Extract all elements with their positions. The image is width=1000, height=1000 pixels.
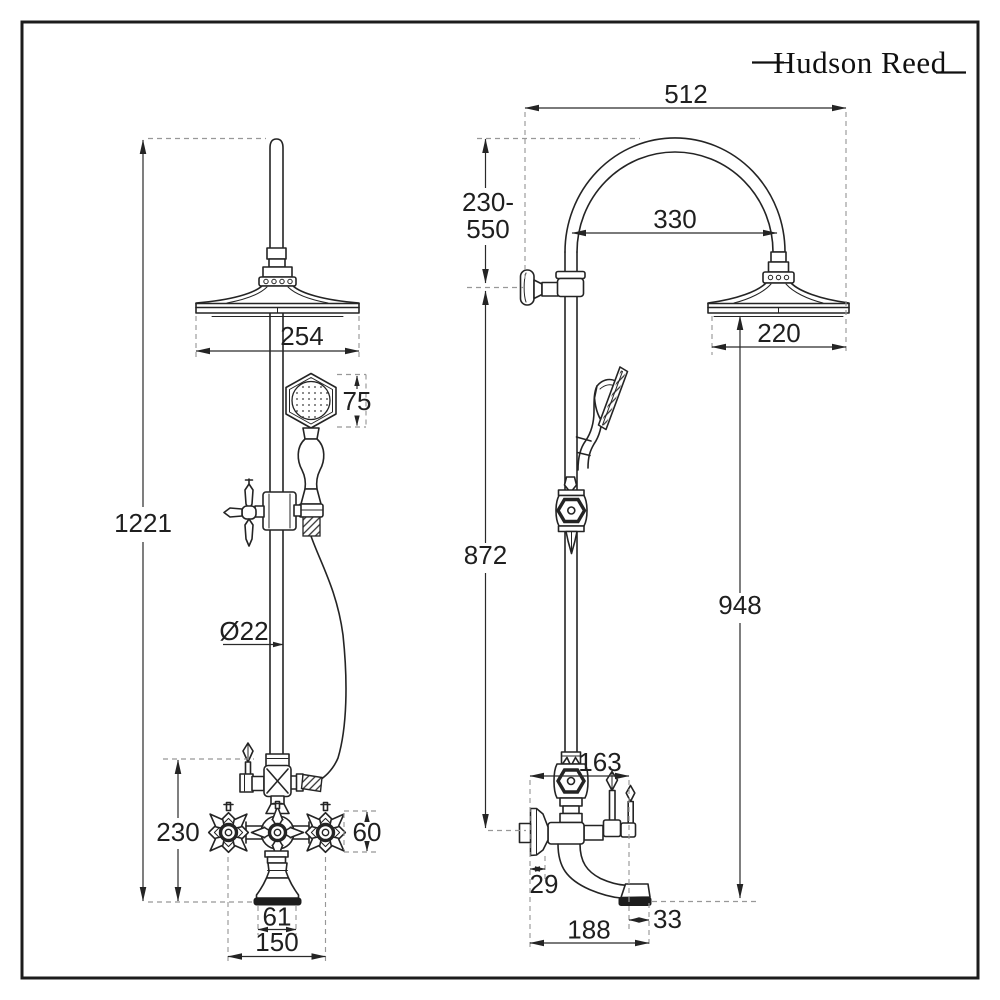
dim-head-height-label: 948 — [718, 590, 761, 620]
riser-bracket-side — [555, 476, 588, 555]
dim-handle-height-label: 60 — [353, 817, 382, 847]
brand-logo: Hudson Reed — [752, 45, 966, 80]
logo-text: Hudson Reed — [773, 45, 946, 80]
dim-valve-height: 230 — [156, 758, 254, 902]
dim-arm-width-label: 512 — [664, 79, 707, 109]
dim-valve-centers-label: 150 — [255, 927, 298, 957]
wall-elbow — [519, 269, 586, 306]
page-border — [20, 20, 980, 980]
dim-head-width-label: 254 — [280, 321, 323, 351]
dim-arm-span: 330 — [571, 204, 778, 237]
dim-arm-span-label: 330 — [653, 204, 696, 234]
dim-riser-diameter: Ø22 — [219, 616, 284, 648]
hose-nut — [302, 516, 321, 537]
dim-spout-reach: 188 — [529, 915, 650, 947]
dim-arm-width: 512 — [524, 79, 847, 354]
handset-front — [285, 372, 337, 537]
hose-crimp — [300, 773, 323, 793]
bath-shower-mixer-front — [204, 742, 350, 906]
dim-handset-head: 75 — [337, 373, 372, 428]
dim-holder-height-label: 872 — [464, 540, 507, 570]
dim-holder-height: 872 — [464, 290, 526, 832]
dim-riser-adjust-range: 230- 550 — [462, 137, 640, 289]
spout-outlet — [618, 897, 652, 906]
dim-spout-outlet: 33 — [628, 903, 682, 947]
dim-head-diameter: 220 — [711, 316, 847, 355]
dim-valve-centers: 150 — [227, 857, 327, 962]
dim-handset-head-label: 75 — [343, 386, 372, 416]
shower-head-front — [195, 247, 360, 317]
dim-riser-diameter-label: Ø22 — [219, 616, 268, 646]
dim-total-height: 1221 — [114, 137, 266, 903]
side-view-drawing: 512 330 230- 550 872 948 — [462, 79, 850, 948]
shower-head-side — [707, 251, 850, 317]
shower-hose — [310, 535, 347, 784]
dim-spout-base-width: 61 — [257, 902, 297, 935]
dim-handle-height: 60 — [343, 810, 382, 853]
handset-holder-side — [575, 366, 629, 471]
spout-base — [253, 897, 302, 906]
riser-bracket-front — [223, 478, 302, 547]
dim-total-height-label: 1221 — [114, 508, 172, 538]
dim-wall-offset: 29 — [529, 856, 559, 899]
dim-valve-depth-top-label: 163 — [578, 747, 621, 777]
dim-spout-base-width-label: 61 — [263, 902, 292, 932]
riser-pipe-front — [269, 138, 284, 757]
dim-spout-outlet-label: 33 — [653, 904, 682, 934]
dim-head-width: 254 — [195, 316, 360, 358]
dim-valve-depth-top: 163 — [529, 747, 630, 948]
dim-spout-reach-label: 188 — [567, 915, 610, 945]
handset-spray-face — [291, 380, 331, 421]
front-view-drawing: 1221 254 75 Ø22 230 — [114, 137, 382, 962]
dim-wall-offset-label: 29 — [530, 869, 559, 899]
dim-head-height: 948 — [652, 315, 762, 903]
dim-head-diameter-label: 220 — [757, 318, 800, 348]
dim-valve-height-label: 230 — [156, 817, 199, 847]
dim-riser-adjust-min-label: 230- — [462, 187, 514, 217]
dim-riser-adjust-max-label: 550 — [466, 214, 509, 244]
